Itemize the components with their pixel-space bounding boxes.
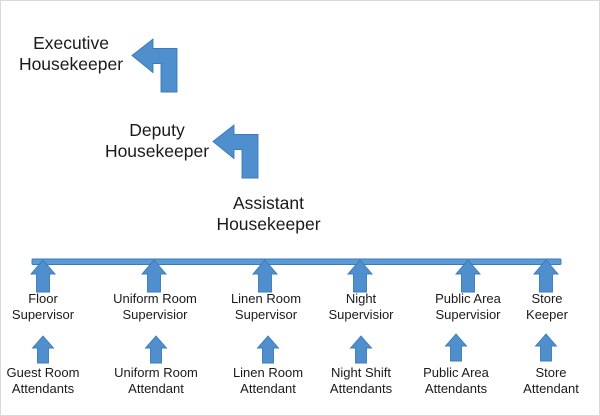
node-floor-supervisor: Floor Supervisor bbox=[11, 291, 75, 322]
node-uniform-room-attendant: Uniform Room Attendant bbox=[114, 365, 198, 396]
up-arrow-uniform-room-attendant-icon bbox=[144, 335, 168, 364]
up-arrow-night-shift-attendants-icon bbox=[349, 335, 373, 364]
up-arrow-uniform-room-supervisor-icon bbox=[141, 259, 167, 293]
node-executive-housekeeper: Executive Housekeeper bbox=[18, 33, 124, 75]
node-linen-room-attendant: Linen Room Attendant bbox=[232, 365, 304, 396]
up-arrow-public-area-attendants-icon bbox=[444, 333, 468, 362]
node-public-area-supervisor: Public Area Supervisior bbox=[435, 291, 501, 322]
elbow-arrow-executive-icon bbox=[131, 38, 178, 93]
horizontal-connector-bar bbox=[31, 258, 562, 265]
up-arrow-linen-room-supervisor-icon bbox=[252, 259, 278, 293]
up-arrow-floor-supervisor-icon bbox=[30, 259, 56, 293]
node-store-attendant: Store Attendant bbox=[523, 365, 579, 396]
elbow-arrow-deputy-icon bbox=[212, 124, 259, 179]
up-arrow-night-supervisor-icon bbox=[347, 259, 373, 293]
node-uniform-room-supervisor: Uniform Room Supervisior bbox=[113, 291, 197, 322]
node-public-area-attendants: Public Area Attendants bbox=[423, 365, 489, 396]
node-linen-room-supervisor: Linen Room Supervisor bbox=[230, 291, 302, 322]
up-arrow-guest-room-attendants-icon bbox=[31, 335, 55, 364]
node-assistant-housekeeper: Assistant Housekeeper bbox=[216, 193, 321, 235]
node-guest-room-attendants: Guest Room Attendants bbox=[6, 365, 80, 396]
up-arrow-public-area-supervisor-icon bbox=[455, 259, 481, 293]
node-night-shift-attendants: Night Shift Attendants bbox=[329, 365, 393, 396]
node-deputy-housekeeper: Deputy Housekeeper bbox=[104, 120, 210, 162]
node-night-supervisor: Night Supervisior bbox=[328, 291, 394, 322]
node-store-keeper: Store Keeper bbox=[526, 291, 568, 322]
up-arrow-store-attendant-icon bbox=[534, 333, 558, 362]
up-arrow-linen-room-attendant-icon bbox=[256, 335, 280, 364]
up-arrow-store-keeper-icon bbox=[533, 259, 559, 293]
